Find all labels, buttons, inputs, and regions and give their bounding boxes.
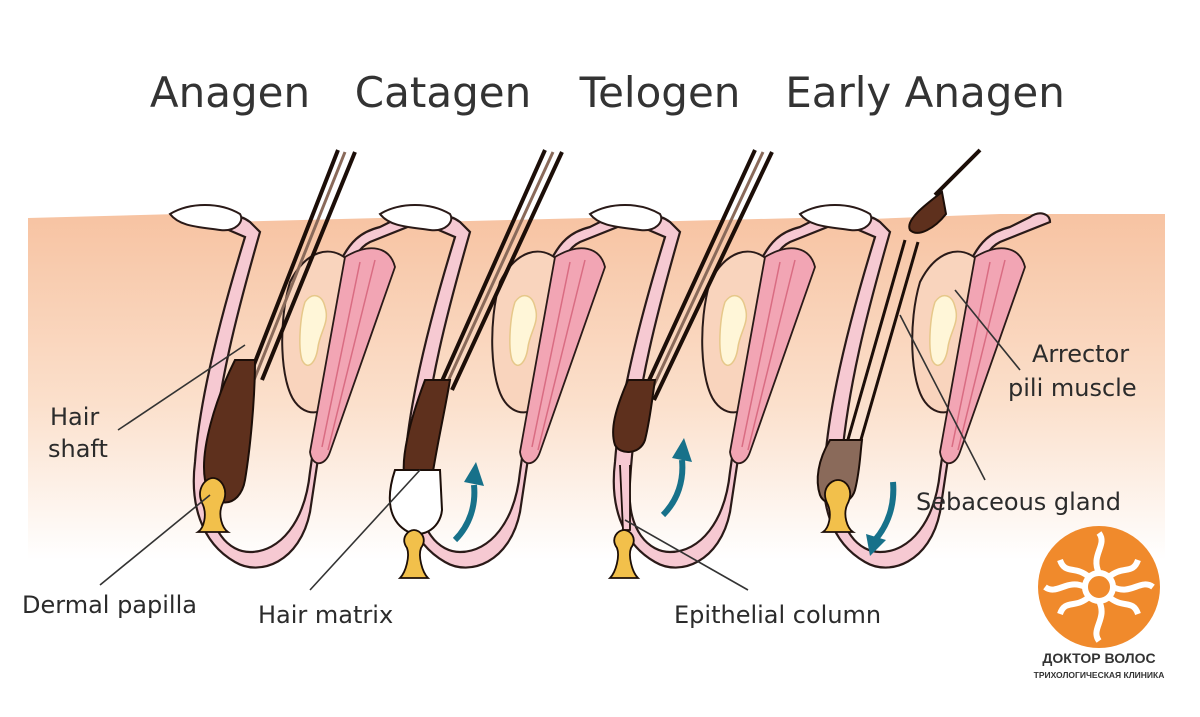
stage-title-early-anagen: Early Anagen [785,68,1065,117]
logo-name: ДОКТОР ВОЛОС [1042,650,1155,666]
follicle-early-anagen [798,148,1052,569]
follicle-anagen [168,149,422,569]
label-hair-shaft-line2: shaft [48,435,108,463]
stage-title-telogen: Telogen [579,68,741,117]
label-arrector-line1: Arrector [1032,340,1129,368]
label-hair-matrix: Hair matrix [258,601,393,629]
logo-emblem-icon [1043,531,1155,643]
clinic-logo: ДОКТОР ВОЛОС ТРИХОЛОГИЧЕСКАЯ КЛИНИКА [1034,526,1165,680]
label-epithelial-column: Epithelial column [674,601,881,629]
stage-title-anagen: Anagen [150,68,310,117]
label-arrector-line2: pili muscle [1008,374,1137,402]
follicle-telogen [588,149,842,579]
follicle-catagen [378,149,632,579]
stage-title-catagen: Catagen [355,68,531,117]
leader-lines [99,289,1021,591]
logo-circle [1038,526,1160,648]
label-sebaceous-gland: Sebaceous gland [916,488,1121,516]
logo-subtitle: ТРИХОЛОГИЧЕСКАЯ КЛИНИКА [1034,670,1165,680]
label-dermal-papilla: Dermal papilla [22,591,197,619]
label-hair-shaft-line1: Hair [50,403,99,431]
